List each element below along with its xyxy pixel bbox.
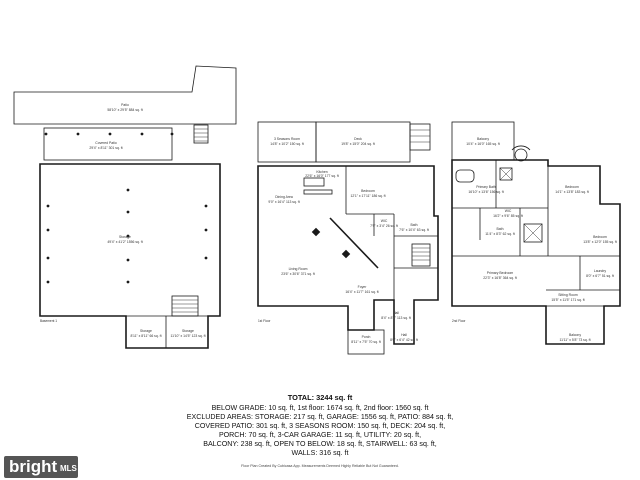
covered-patio-outline [43, 127, 173, 161]
first-floor-stairs [411, 243, 431, 267]
room-dimensions: 58'10" x 29'5" 884 sq. ft [107, 108, 142, 112]
room-dimensions: 8'11" x 7'5" 70 sq. ft [351, 340, 381, 344]
room-dimensions: 8'4" x 8'7" 113 sq. ft [381, 316, 411, 320]
room-label: Storage [119, 235, 131, 239]
level-label-second: 2nd Floor [452, 319, 466, 323]
room-label: Hall [401, 333, 407, 337]
logo-brand-text: bright [9, 457, 58, 476]
porch-outline [347, 329, 385, 355]
room-label: Storage [182, 329, 194, 333]
room-dimensions: 7'9" x 3'4" 26 sq. ft [370, 224, 398, 228]
basement-stairs [171, 295, 199, 317]
deck-stairs [409, 123, 431, 151]
total-area: TOTAL: 3244 sq. ft [287, 393, 353, 402]
summary-line-1: BELOW GRADE: 10 sq. ft, 1st floor: 1674 … [211, 404, 429, 412]
patio-stairs [193, 124, 209, 144]
kitchen-counter [303, 189, 333, 195]
room-dimensions: 14'1" x 13'8" 183 sq. ft [555, 190, 589, 194]
patio-outline [13, 65, 237, 125]
room-label: Kitchen [316, 170, 327, 174]
room-dimensions: 16'2" x 9'6" 85 sq. ft [493, 214, 523, 218]
room-label: Living Room [289, 267, 308, 271]
summary-line-6: WALLS: 316 sq. ft [291, 449, 349, 457]
room-dimensions: 22'3" x 16'8" 364 sq. ft [483, 276, 517, 280]
room-dimensions: 7'6" x 10'4" 63 sq. ft [399, 228, 429, 232]
room-label: Bedroom [361, 189, 375, 193]
summary-line-2: EXCLUDED AREAS: STORAGE: 217 sq. ft, GAR… [186, 413, 454, 421]
support-columns [44, 132, 208, 284]
room-dimensions: 22'6" x 16'0" 177 sq. ft [305, 174, 339, 178]
diagonal-wall [329, 217, 379, 269]
open-to-below [523, 223, 543, 243]
room-label: Dining Area [275, 195, 293, 199]
room-dimensions: 9'0" x 16'4" 113 sq. ft [268, 200, 299, 204]
room-dimensions: 14'8" x 10'2" 150 sq. ft [270, 142, 304, 146]
spiral-stair [511, 145, 531, 151]
room-label: Foyer [358, 285, 368, 289]
bright-mls-logo: bright MLS [4, 456, 78, 478]
level-label-basement: Basement 1 [40, 319, 57, 323]
room-dimensions: 49'4" x 41'2" 1556 sq. ft [107, 240, 142, 244]
room-label: 3 Seasons Room [274, 137, 300, 141]
room-label: Hall [393, 311, 399, 315]
room-dimensions: 13'8" x 12'0" 155 sq. ft [583, 240, 617, 244]
room-dimensions: 29'4" x 8'11" 301 sq. ft [89, 146, 122, 150]
room-label: Bath [497, 227, 504, 231]
room-dimensions: 8'11" x 8'11" 66 sq. ft [130, 334, 161, 338]
room-dimensions: 16'4" x 11'7" 161 sq. ft [345, 290, 378, 294]
room-label: WIC [381, 219, 388, 223]
summary-line-4: PORCH: 70 sq. ft, 3-CAR GARAGE: 11 sq. f… [218, 431, 422, 439]
first-floor-plan: 3 Seasons Room 14'8" x 10'2" 150 sq. ft … [257, 121, 439, 355]
room-label: Storage [140, 329, 152, 333]
shower [499, 167, 513, 181]
room-label: Patio [121, 103, 129, 107]
second-floor-plan: Balcony 10'4" x 16'0" 165 sq. ft Primary… [451, 121, 621, 345]
room-dimensions: 8'0" x 6'4" 42 sq. ft [390, 338, 418, 342]
bathtub [455, 169, 475, 183]
footer-disclaimer: Floor Plan Created By Cubicasa App. Meas… [241, 464, 399, 468]
room-dimensions: 8'0" x 6'7" 51 sq. ft [586, 274, 614, 278]
room-label: Primary Bath [476, 185, 496, 189]
basement-plan: Patio 58'10" x 29'5" 884 sq. ft Covered … [13, 65, 237, 349]
first-floor-outline [257, 165, 439, 345]
room-label: Primary Bedroom [487, 271, 514, 275]
room-label: Bath [411, 223, 418, 227]
room-dimensions: 11'10" x 14'5" 123 sq. ft [170, 334, 205, 338]
room-label: Porch [362, 335, 371, 339]
room-label: Bedroom [565, 185, 579, 189]
room-label: Balcony [569, 333, 581, 337]
room-label: Bedroom [593, 235, 607, 239]
room-dimensions: 23'6" x 30'6" 371 sq. ft [281, 272, 315, 276]
room-dimensions: 16'10" x 13'6" 156 sq. ft [468, 190, 503, 194]
summary-line-3: COVERED PATIO: 301 sq. ft, 3 SEASONS ROO… [194, 422, 446, 430]
balcony-top-outline [451, 121, 515, 161]
room-label: Deck [354, 137, 362, 141]
room-label: Laundry [594, 269, 607, 273]
storage-main-outline [39, 163, 221, 349]
room-label: Sitting Room [558, 293, 578, 297]
kitchen-island [303, 177, 325, 187]
level-label-first: 1st Floor [258, 319, 271, 323]
room-dimensions: 10'4" x 16'0" 165 sq. ft [466, 142, 500, 146]
room-dimensions: 12'1" x 17'11" 186 sq. ft [350, 194, 385, 198]
logo-badge-text: MLS [60, 464, 77, 473]
room-label: Covered Patio [95, 141, 117, 145]
room-dimensions: 11'11" x 5'8" 73 sq. ft [559, 338, 590, 342]
room-label: WIC [505, 209, 512, 213]
room-dimensions: 11'4" x 8'3" 62 sq. ft [485, 232, 515, 236]
room-dimensions: 15'5" x 11'5" 171 sq. ft [551, 298, 584, 302]
room-label: Balcony [477, 137, 489, 141]
summary-line-5: BALCONY: 238 sq. ft, OPEN TO BELOW: 18 s… [203, 440, 437, 448]
room-dimensions: 19'8" x 15'0" 204 sq. ft [341, 142, 375, 146]
